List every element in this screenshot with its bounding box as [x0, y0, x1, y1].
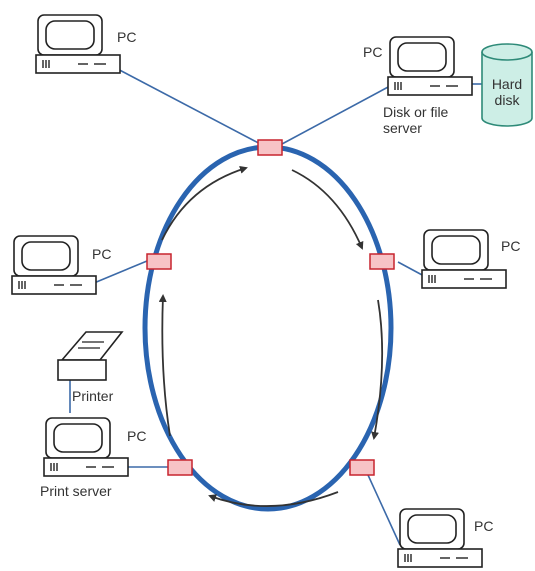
ring-node-left: [146, 253, 172, 270]
pc-left-label: PC: [92, 246, 112, 262]
ring-direction-arrows: [158, 165, 384, 507]
pc-top-left-icon: [35, 14, 121, 74]
print-server-label: Print server: [40, 483, 112, 499]
arrow-left-up: [158, 294, 171, 437]
ring-node-top: [257, 139, 283, 156]
ring-node-bottom-right: [349, 459, 375, 476]
network-links: [69, 64, 482, 546]
ring-interfaces: [146, 139, 395, 476]
pc-right-label: PC: [501, 238, 521, 254]
arrow-right-down: [371, 299, 384, 440]
link-pc-bottom-right: [367, 474, 401, 546]
arrow-top-right: [291, 169, 364, 250]
link-pc-top-left: [109, 64, 269, 149]
printer-label: Printer: [72, 388, 114, 404]
ring-node-bottom-left: [167, 459, 193, 476]
pc-top-right-label: PC: [363, 44, 383, 60]
arrow-bottom-left: [208, 491, 339, 507]
printer-icon: [57, 331, 124, 381]
link-pc-right: [397, 261, 425, 277]
file-server-label: Disk or file server: [383, 104, 449, 136]
link-pc-left: [93, 260, 148, 284]
pc-top-left-label: PC: [117, 29, 137, 45]
pc-right-icon: [421, 229, 507, 289]
link-file-server: [281, 85, 391, 145]
token-ring: [142, 144, 394, 512]
pc-print-server-label: PC: [127, 428, 147, 444]
ring-node-right: [369, 253, 395, 270]
pc-print-server-icon: [43, 417, 129, 477]
hard-disk-label: Hard disk: [491, 76, 523, 108]
arrow-top-left: [161, 165, 248, 241]
pc-bottom-right-label: PC: [474, 518, 494, 534]
pc-bottom-right-icon: [397, 508, 483, 568]
hard-disk-icon: [481, 43, 533, 127]
pc-left-icon: [11, 235, 97, 295]
file-server-icon: [387, 36, 473, 96]
